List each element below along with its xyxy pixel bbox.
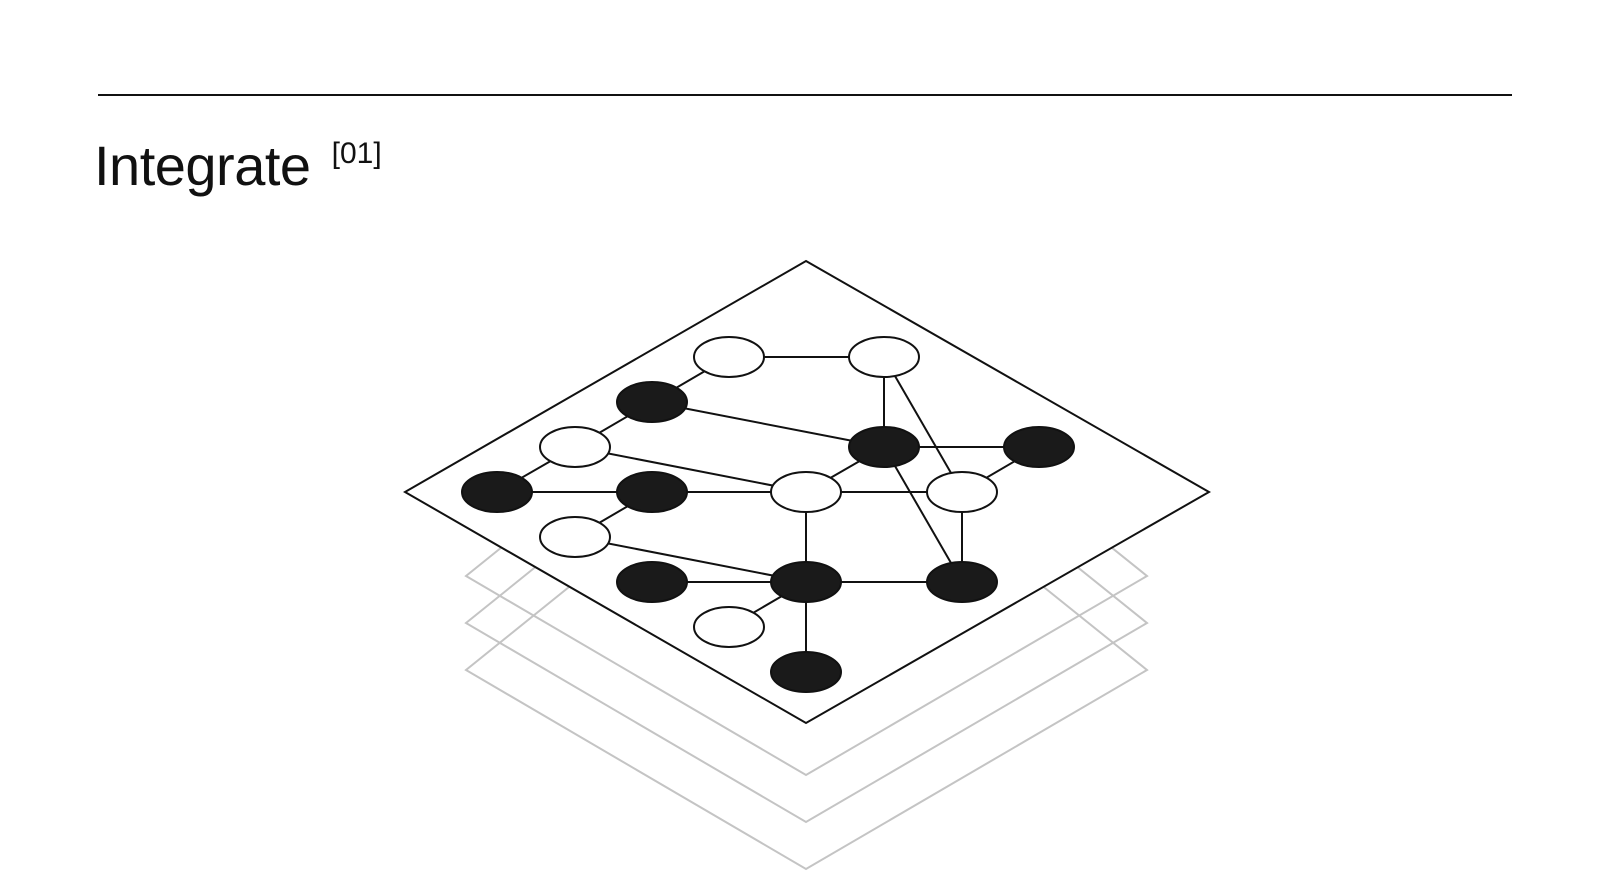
network-edge (651, 401, 885, 448)
section-title: Integrate (94, 134, 311, 197)
network-edge (883, 356, 963, 493)
empty-node (693, 606, 765, 648)
network-edge (883, 446, 963, 583)
empty-node (926, 471, 998, 513)
empty-node (693, 336, 765, 378)
section-index: [01] (331, 137, 382, 170)
filled-node (1003, 426, 1075, 468)
empty-node (539, 516, 611, 558)
network-nodes (461, 336, 1075, 693)
section-heading: Integrate [01] (94, 118, 382, 202)
top-divider (98, 94, 1512, 96)
filled-node (848, 426, 920, 468)
filled-node (926, 561, 998, 603)
filled-node (770, 561, 842, 603)
empty-node (770, 471, 842, 513)
filled-node (461, 471, 533, 513)
filled-node (770, 651, 842, 693)
network-edge (574, 446, 807, 493)
empty-node (848, 336, 920, 378)
network-edge (574, 536, 807, 583)
filled-node (616, 381, 688, 423)
empty-node (539, 426, 611, 468)
filled-node (616, 471, 688, 513)
filled-node (616, 561, 688, 603)
